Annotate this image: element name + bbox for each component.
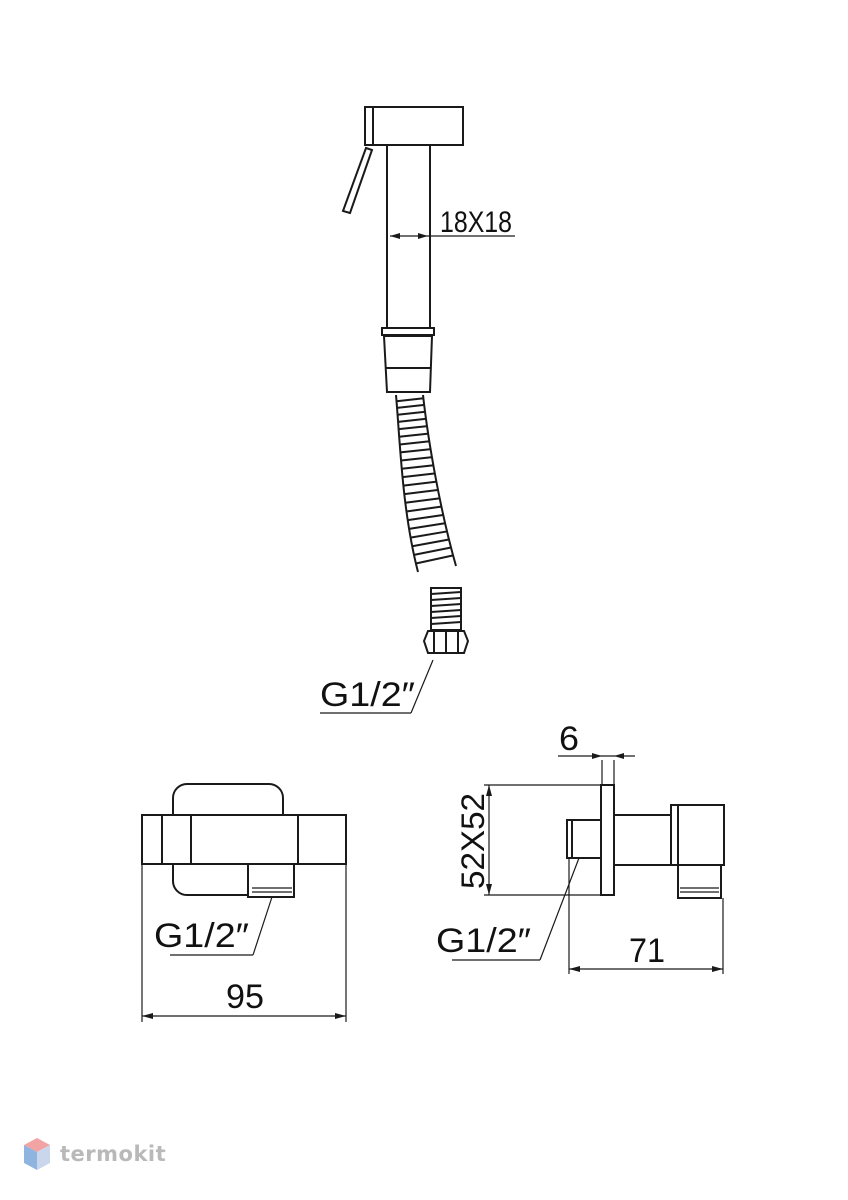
hose-coil [399,432,429,438]
hose-end-coil [430,597,462,601]
hose-coil [412,538,450,548]
hose-coil [400,456,433,462]
hose-coil [397,410,426,416]
hose-coil [396,397,424,403]
hose-coil [396,403,425,409]
logo-text: termokit [60,1142,167,1166]
hose-coil [399,440,430,446]
hose-coil [398,425,428,431]
hose-end-coil [430,603,462,607]
front-body [141,814,347,865]
hose-end-coils [430,591,462,625]
shower-head [364,106,464,146]
dim-label-plate-size: 52X52 [455,793,491,889]
hand-shower: 18X18 G1/2″ [320,106,515,714]
dim-label-front-thread: G1/2″ [154,917,249,955]
hose-coil [410,530,448,539]
side-plate [600,784,615,896]
leader-front-thread [252,896,273,956]
dim-label-side-thread: G1/2″ [436,922,531,960]
wall-connector-front-view: G1/2″ 95 [141,783,347,1022]
handle-collar [381,327,435,336]
wall-connector-side-view: 6 52X52 G1/2″ 71 [436,720,725,974]
hose-end-coil [430,621,462,625]
termokit-logo: termokit [22,1136,166,1172]
trigger-lever [341,146,374,215]
hose-coil [401,464,434,470]
hose-coil [400,448,432,454]
hose-end-coil [430,609,462,613]
hose-coils [396,397,455,565]
hose-coil [402,472,436,479]
hose-coil [406,505,443,513]
side-body [613,814,672,866]
hose-end-coil [430,591,462,595]
dim-label-front-width: 95 [226,978,264,1016]
dim-label-handle: 18X18 [440,206,512,239]
cube-logo-icon [24,1138,50,1170]
hose-coil [397,417,427,423]
hose-coil [413,546,452,556]
cone-connector [382,335,434,393]
hex-nut [422,630,470,654]
dim-label-hose-thread: G1/2″ [320,676,415,714]
leader-side-thread [539,857,580,961]
hose-end-coil [430,615,462,619]
hose-coil [404,488,439,496]
dim-label-plate-thickness: 6 [559,720,579,758]
leader-hose-thread [410,659,434,714]
hose-coil [415,554,455,565]
side-outlet [677,864,722,899]
dim-label-side-depth: 71 [629,932,665,970]
hose-coil [405,497,441,504]
hose-coil [403,480,438,487]
hose-coil [407,513,445,522]
hose-coil [408,522,446,530]
